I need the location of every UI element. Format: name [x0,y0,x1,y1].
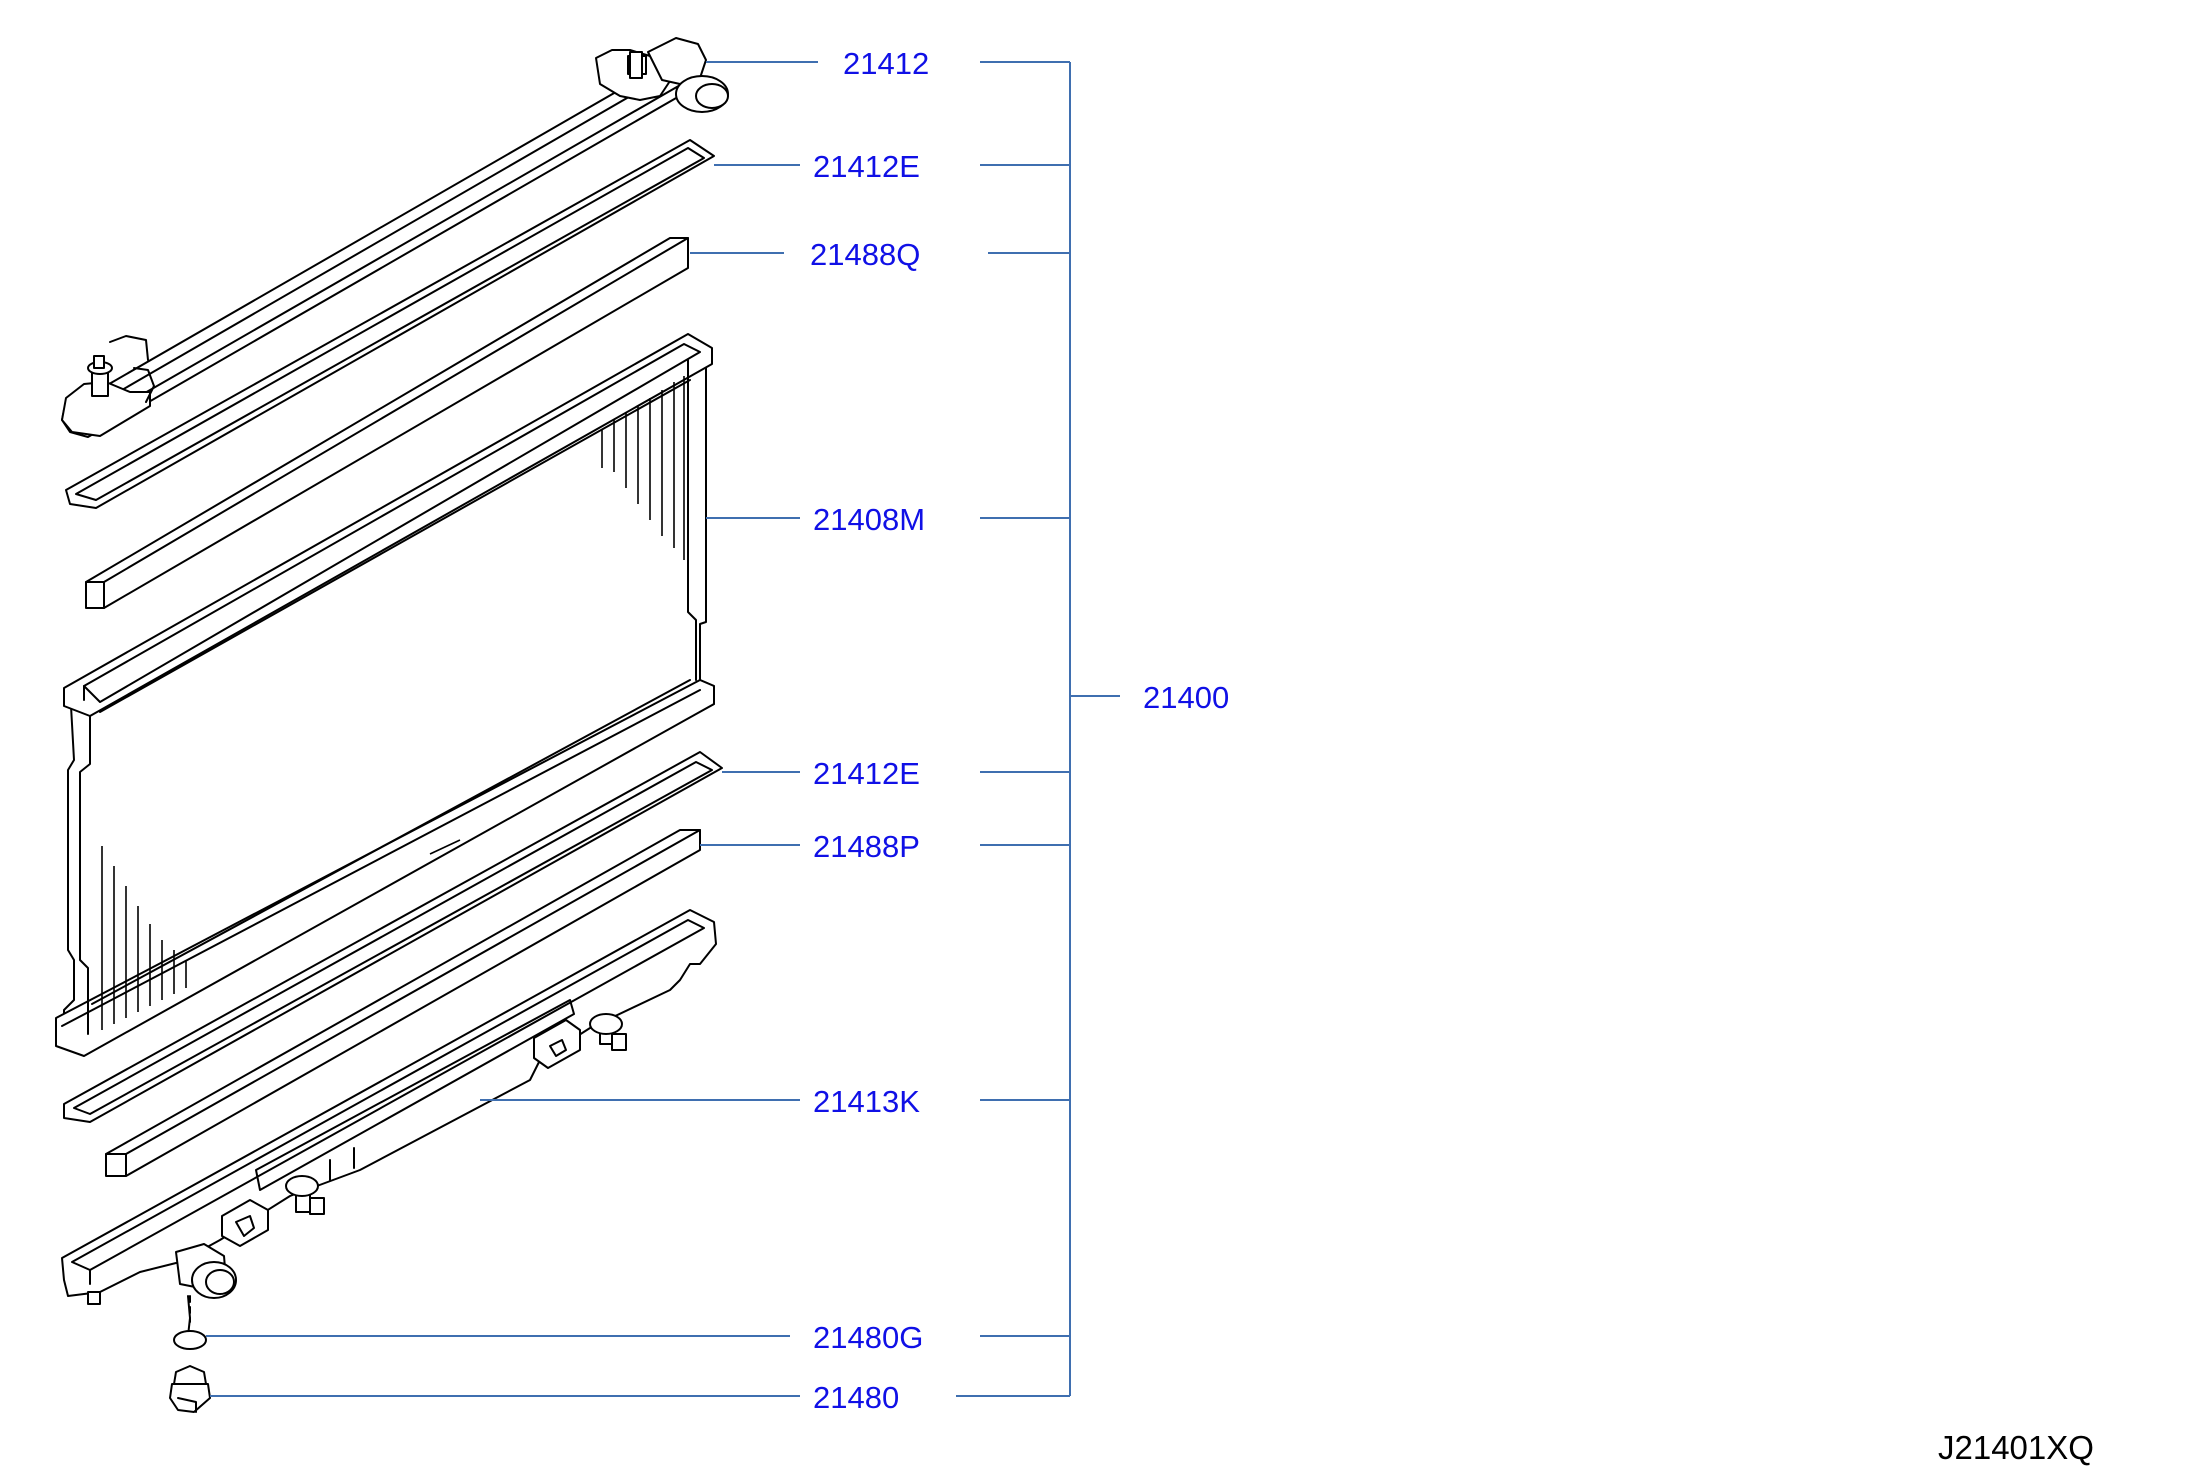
callout-21480[interactable]: 21480 [813,1380,899,1415]
callout-21413K[interactable]: 21413K [813,1084,920,1119]
callout-21480G[interactable]: 21480G [813,1320,923,1355]
callout-21412E-upper[interactable]: 21412E [813,149,920,184]
callout-21488Q[interactable]: 21488Q [810,237,920,272]
core-fins-right [601,376,685,560]
callout-21488P[interactable]: 21488P [813,829,920,864]
diagram-reference-code: J21401XQ [1938,1429,2094,1466]
lower-seal-drawing [63,751,723,1123]
callout-21412E-lower[interactable]: 21412E [813,756,920,791]
radiator-core-drawing [55,333,715,1057]
callout-21412[interactable]: 21412 [843,46,929,81]
lower-packing-drawing [105,829,701,1177]
upper-packing-drawing [85,237,689,609]
upper-tank-drawing [61,37,729,438]
callout-21400[interactable]: 21400 [1143,680,1229,715]
leader-lines [206,61,1120,1397]
callout-labels: 21412 21412E 21488Q 21408M 21400 21412E … [810,46,1229,1415]
drain-plug-drawing [169,1365,211,1413]
upper-seal-drawing [65,139,715,509]
callout-21408M[interactable]: 21408M [813,502,925,537]
core-fins-left [101,846,187,1030]
lower-tank-drawing [61,909,717,1337]
drain-packing-drawing [173,1295,207,1350]
